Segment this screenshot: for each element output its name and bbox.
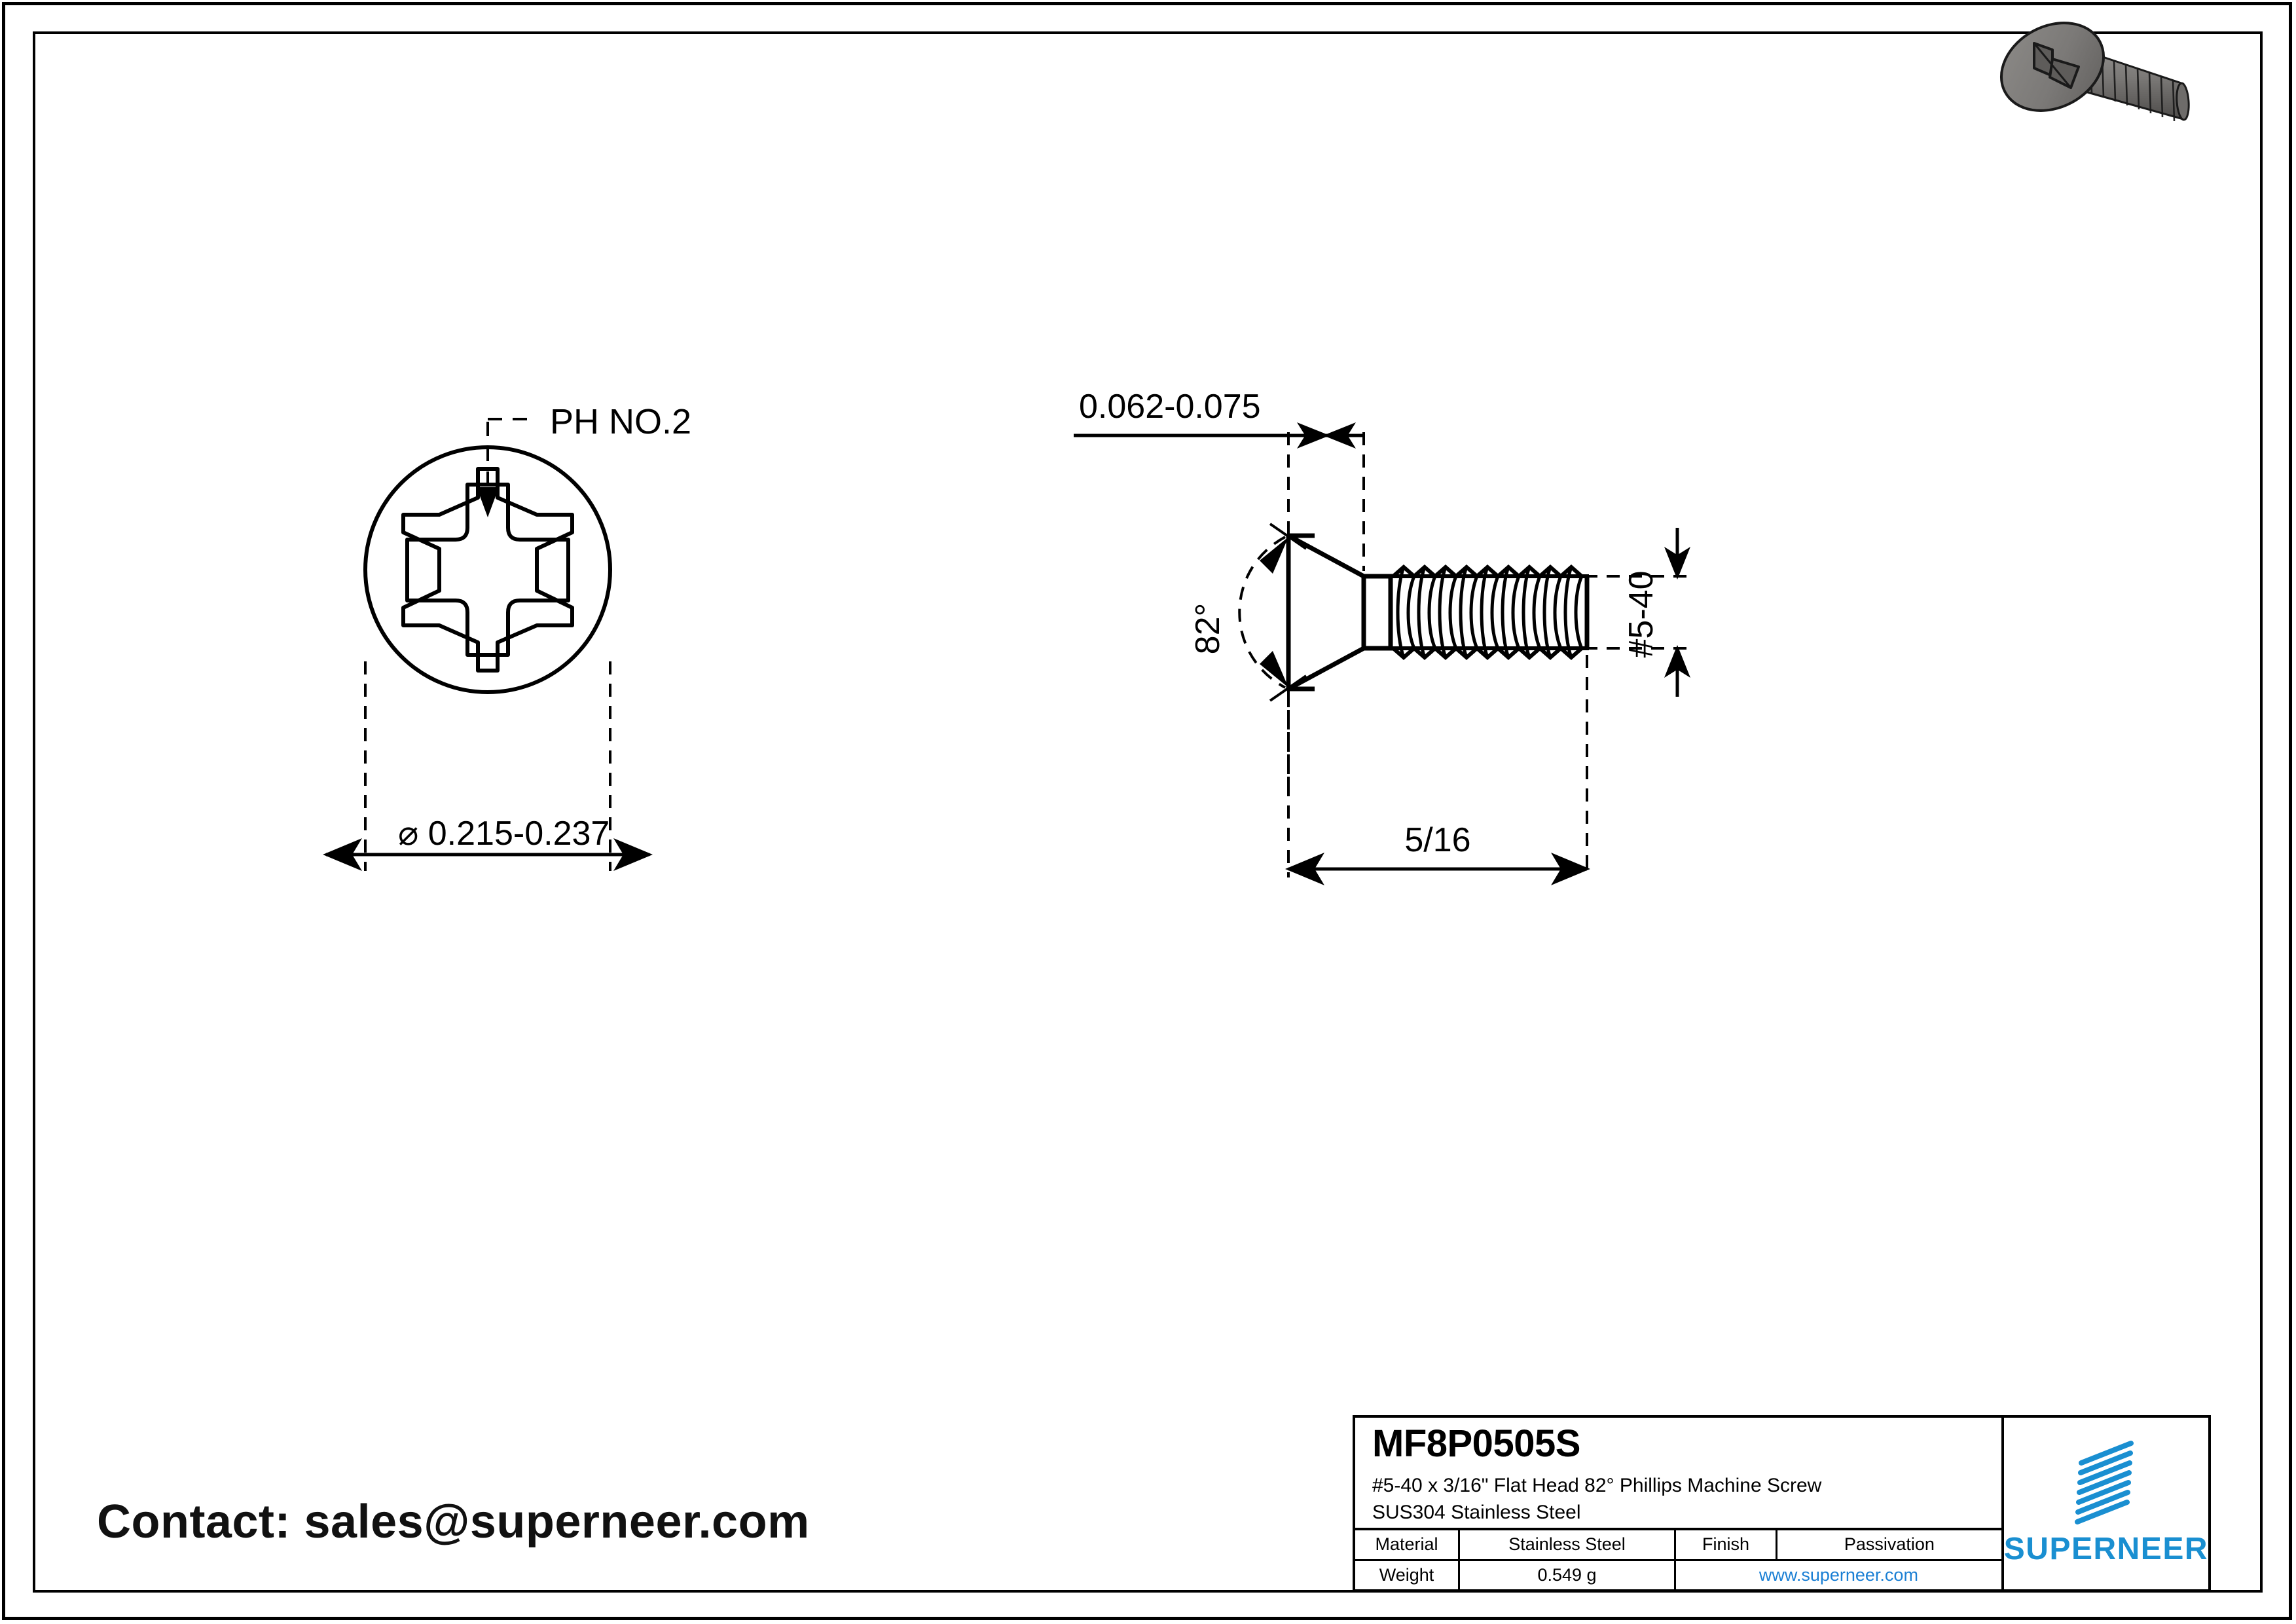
phillips-recess-3d (2033, 42, 2080, 89)
sheet-inner-border (33, 31, 2263, 1593)
brand-name: SUPERNEER (2003, 1532, 2208, 1566)
weight-value: 0.549 g (1460, 1560, 1676, 1589)
title-block-spec-table: Material Stainless Steel Finish Passivat… (1355, 1530, 2001, 1589)
contact-text: Contact: sales@superneer.com (97, 1496, 810, 1548)
screw-3d-head (1999, 22, 2105, 112)
material-value: Stainless Steel (1460, 1530, 1676, 1559)
screw-3d-shank (2084, 50, 2190, 122)
part-number: MF8P0505S (1372, 1422, 1580, 1465)
spec-row-material: Material Stainless Steel Finish Passivat… (1355, 1530, 2001, 1561)
spec-row-weight: Weight 0.549 g www.superneer.com (1355, 1560, 2001, 1589)
material-label: Material (1355, 1530, 1460, 1559)
screw-3d-render (1987, 20, 2288, 141)
finish-label: Finish (1676, 1530, 1777, 1559)
title-block: MF8P0505S #5-40 x 3/16" Flat Head 82° Ph… (1353, 1415, 2211, 1592)
title-block-info: MF8P0505S #5-40 x 3/16" Flat Head 82° Ph… (1355, 1418, 2004, 1589)
brand-logo-block: SUPERNEER (2004, 1418, 2208, 1589)
weight-label: Weight (1355, 1560, 1460, 1589)
finish-value: Passivation (1844, 1534, 1935, 1555)
website-link[interactable]: www.superneer.com (1758, 1564, 1918, 1585)
title-block-header: MF8P0505S #5-40 x 3/16" Flat Head 82° Ph… (1355, 1418, 2001, 1530)
part-description-line1: #5-40 x 3/16" Flat Head 82° Phillips Mac… (1372, 1474, 1822, 1496)
part-description-line2: SUS304 Stainless Steel (1372, 1502, 1581, 1524)
superneer-logo-icon (2074, 1441, 2134, 1524)
